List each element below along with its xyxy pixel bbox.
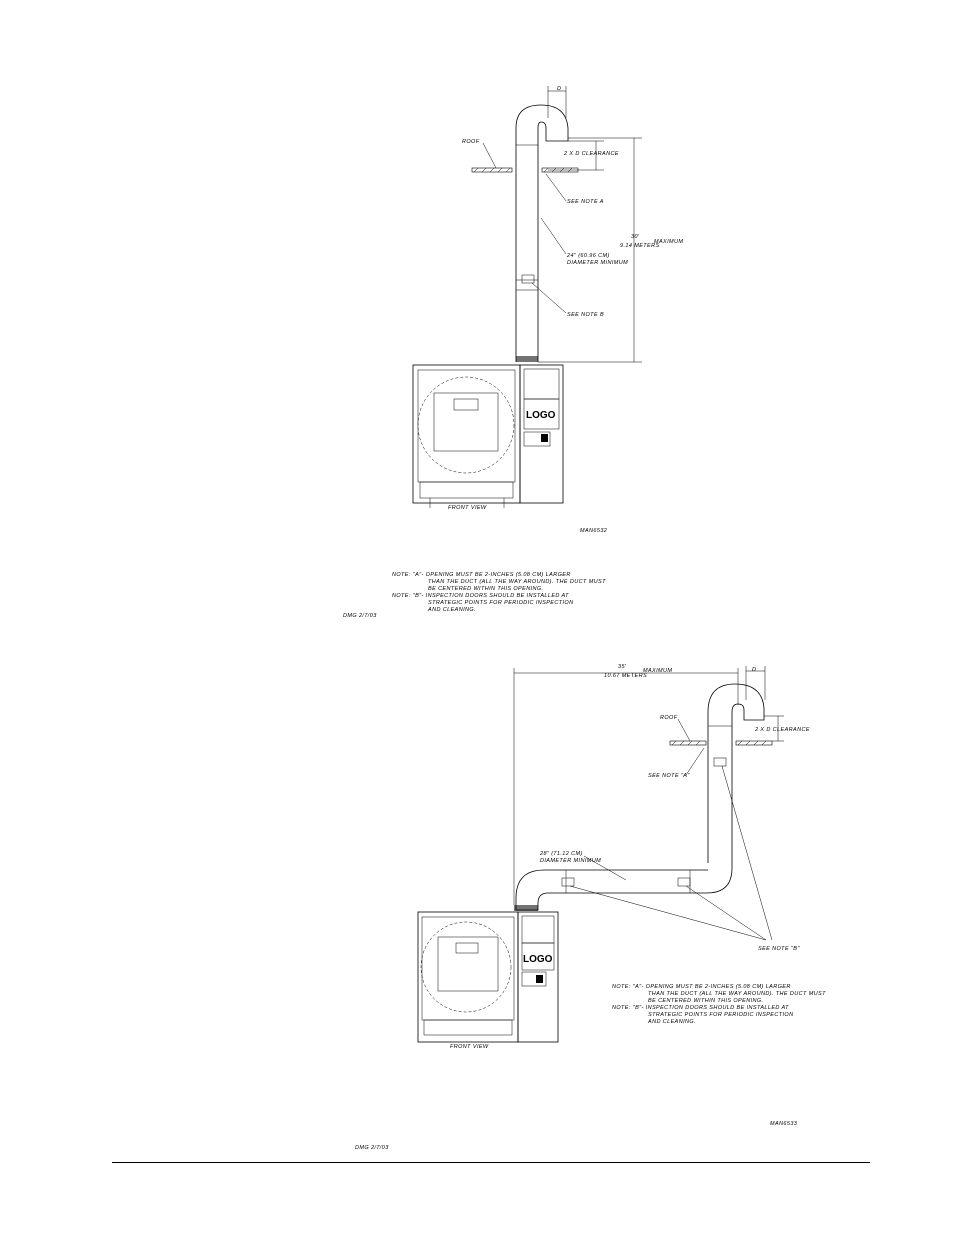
height-dimension-1: 30' 9.14 METERS MAXIMUM (538, 137, 683, 363)
footer-rule (112, 1162, 870, 1163)
roof-label-2: ROOF (660, 715, 678, 721)
diagram-horizontal-duct: 35' 10.67 METERS MAXIMUM D (355, 664, 826, 1151)
d-dimension-1: D (547, 86, 567, 118)
author-date-2: DMG 2/7/03 (355, 1145, 389, 1151)
svg-text:STRATEGIC POINTS FOR PERIODIC: STRATEGIC POINTS FOR PERIODIC INSPECTION (428, 600, 573, 606)
control-panel (523, 431, 551, 447)
height-meters: 9.14 METERS (620, 243, 660, 249)
see-note-b-label-2: SEE NOTE "B" (758, 946, 800, 952)
duct-diameter-label-2: DIAMETER MINIMUM (567, 260, 628, 266)
svg-text:AND CLEANING.: AND CLEANING. (427, 607, 476, 613)
duct-horizontal (514, 683, 765, 911)
diagram-vertical-duct: D 2 X D CLEARANCE (343, 86, 683, 619)
maximum-label: MAXIMUM (654, 239, 683, 245)
svg-text:NOTE: "A"- OPENING MUST BE 2-I: NOTE: "A"- OPENING MUST BE 2-INCHES (5.0… (392, 572, 571, 578)
svg-text:STRATEGIC POINTS FOR PERIODIC: STRATEGIC POINTS FOR PERIODIC INSPECTION (648, 1012, 793, 1018)
clearance-dimension-1: 2 X D CLEARANCE (548, 140, 619, 171)
svg-text:NOTE: "B"- INSPECTION DOORS SH: NOTE: "B"- INSPECTION DOORS SHOULD BE IN… (612, 1005, 789, 1011)
roof-2: ROOF (660, 715, 773, 746)
front-view-label: FRONT VIEW (448, 505, 487, 511)
clearance-dimension-2: 2 X D CLEARANCE (754, 715, 810, 742)
dryer-front-view-1: LOGO FRONT VIEW (412, 364, 564, 511)
see-note-a-label-2: SEE NOTE "A" (648, 773, 690, 779)
height-value: 30' (631, 234, 640, 240)
svg-text:BE CENTERED WITHIN THIS OPENIN: BE CENTERED WITHIN THIS OPENING. (428, 586, 543, 592)
duct-vertical (515, 104, 569, 362)
length-dimension-2: 35' 10.67 METERS MAXIMUM (513, 664, 739, 905)
svg-text:THAN THE DUCT (ALL THE WAY ARO: THAN THE DUCT (ALL THE WAY AROUND). THE … (428, 579, 606, 585)
d-label-2: D (752, 667, 756, 673)
roof-1: ROOF (462, 139, 579, 173)
control-panel-2 (521, 971, 547, 987)
dryer-front-view-2: LOGO FRONT VIEW (417, 911, 559, 1050)
inspection-door-1 (561, 877, 575, 887)
duct-diameter-label: 24" (60.96 CM) (566, 253, 610, 259)
duct-diameter-label-2a: 28" (71.12 CM) (539, 851, 583, 857)
clearance-label: 2 X D CLEARANCE (563, 151, 619, 157)
inspection-door (521, 274, 535, 284)
duct-diameter-label-2b: DIAMETER MINIMUM (540, 858, 601, 864)
svg-text:NOTE: "A"- OPENING MUST BE 2-I: NOTE: "A"- OPENING MUST BE 2-INCHES (5.0… (612, 984, 791, 990)
notes-1: NOTE: "A"- OPENING MUST BE 2-INCHES (5.0… (392, 572, 606, 613)
logo: LOGO (526, 410, 556, 421)
logo-2: LOGO (523, 954, 553, 965)
maximum-label-2: MAXIMUM (643, 668, 672, 674)
svg-text:NOTE: "B"- INSPECTION DOORS SH: NOTE: "B"- INSPECTION DOORS SHOULD BE IN… (392, 593, 569, 599)
inspection-door-2 (677, 877, 691, 887)
length-meters: 10.67 METERS (604, 673, 647, 679)
clearance-label-2: 2 X D CLEARANCE (754, 727, 810, 733)
duct-collar (516, 356, 538, 362)
front-view-label-2: FRONT VIEW (450, 1044, 489, 1050)
roof-label: ROOF (462, 139, 480, 145)
author-date-1: DMG 2/7/03 (343, 613, 377, 619)
d-dimension-2: D (745, 666, 766, 700)
see-note-b-label: SEE NOTE B (567, 312, 604, 318)
svg-text:THAN THE DUCT (ALL THE WAY ARO: THAN THE DUCT (ALL THE WAY AROUND). THE … (648, 991, 826, 997)
notes-2: NOTE: "A"- OPENING MUST BE 2-INCHES (5.0… (612, 984, 826, 1025)
svg-text:AND CLEANING.: AND CLEANING. (647, 1019, 696, 1025)
drawing-number-1: MAN6532 (580, 528, 607, 534)
see-note-a-label: SEE NOTE A (567, 199, 604, 205)
svg-text:BE CENTERED WITHIN THIS OPENIN: BE CENTERED WITHIN THIS OPENING. (648, 998, 763, 1004)
inspection-door-3 (713, 757, 727, 767)
d-label: D (557, 86, 561, 92)
drawing-number-2: MAN6533 (770, 1121, 798, 1127)
length-value: 35' (618, 664, 627, 670)
